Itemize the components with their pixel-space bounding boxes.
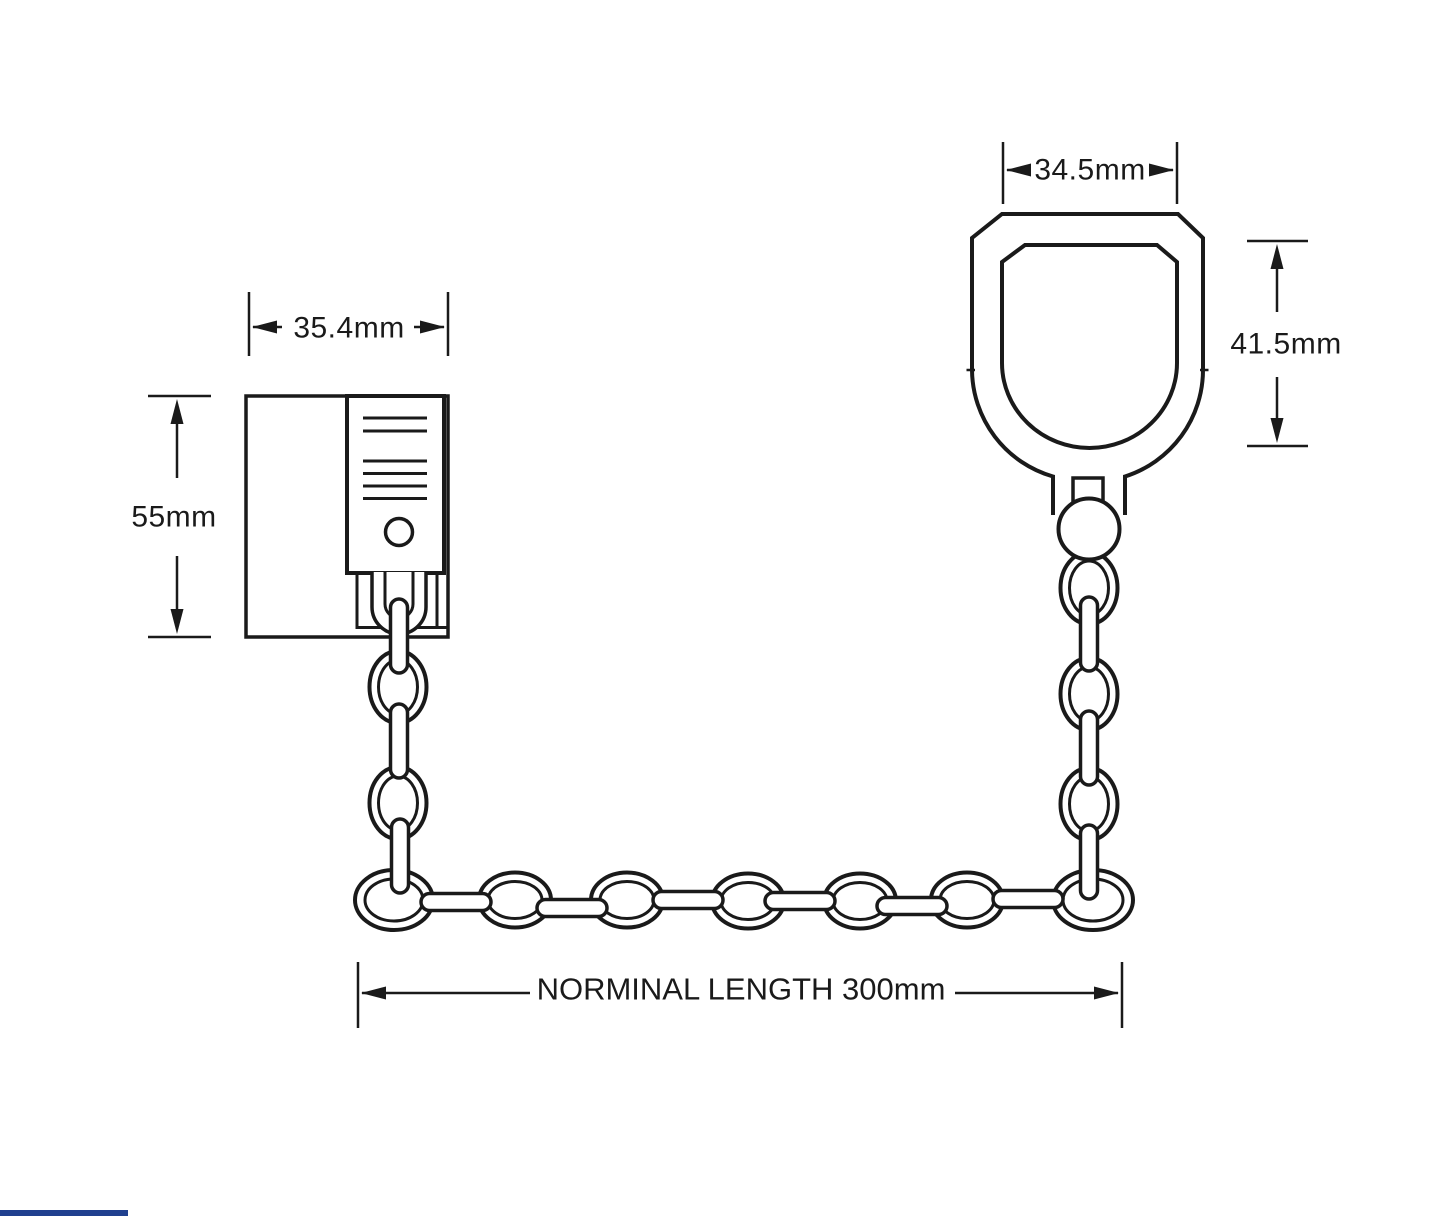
grille-lines bbox=[363, 416, 427, 500]
dim-ring-width bbox=[1001, 142, 1179, 204]
dim-label-ring-height: 41.5mm bbox=[1230, 328, 1341, 361]
d-ring bbox=[966, 212, 1209, 515]
dimension-labels: 35.4mm 55mm 34.5mm 41.5mm NORMINAL LENGT… bbox=[131, 154, 1341, 1007]
dim-label-lock-height: 55mm bbox=[131, 501, 216, 534]
dim-label-lock-width: 35.4mm bbox=[293, 312, 404, 345]
swivel-ball bbox=[1056, 496, 1122, 562]
chain bbox=[353, 550, 1135, 932]
chain-oval-links bbox=[353, 550, 1135, 932]
d-ring-inner bbox=[1000, 243, 1179, 450]
dim-chain-length bbox=[356, 962, 1124, 1028]
dim-lock-width bbox=[247, 292, 450, 356]
dim-label-ring-width: 34.5mm bbox=[1034, 154, 1145, 187]
dim-label-chain-length: NORMINAL LENGTH 300mm bbox=[537, 972, 946, 1007]
screw-hole bbox=[383, 516, 415, 548]
dim-ring-height bbox=[1247, 239, 1308, 448]
accent-bar bbox=[0, 1210, 128, 1216]
chain-capsule-links bbox=[388, 595, 1100, 919]
dim-lock-height bbox=[148, 394, 211, 639]
dimensions bbox=[148, 142, 1308, 1028]
